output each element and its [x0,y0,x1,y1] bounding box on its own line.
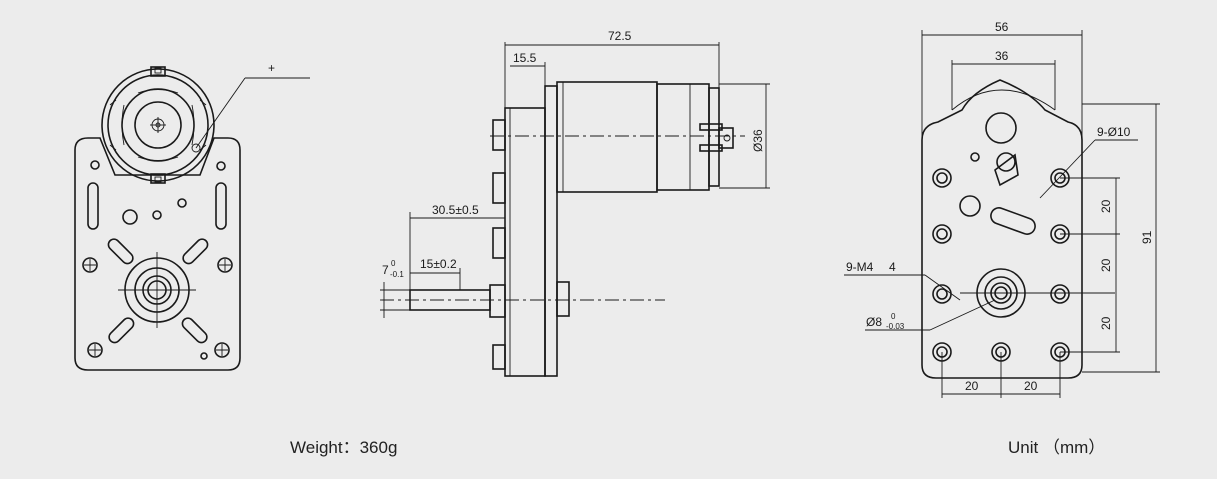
dim-56: 56 [995,20,1009,34]
mounting-view [844,30,1160,398]
dim-20-v1: 20 [1099,199,1113,213]
plus-terminal-label: + [268,61,275,75]
dim-15-5: 15.5 [513,51,537,65]
dim-9-holes-10: 9-Ø10 [1097,125,1131,139]
dim-7-tol-upper: 0 [391,259,396,268]
unit-caption: Unit （mm） [1008,438,1106,457]
dim-8-tol-upper: 0 [891,312,896,321]
dim-7-tol-lower: -0.1 [390,270,404,279]
side-view [380,42,770,377]
dim-7: 7 [382,263,389,277]
dim-20-v3: 20 [1099,316,1113,330]
front-view [74,66,310,371]
dim-9-m4: 9-M4 [846,260,874,274]
dim-15: 15±0.2 [420,257,457,271]
dim-4: 4 [889,260,896,274]
dim-20-h2: 20 [1024,379,1038,393]
dim-36-dia: Ø36 [751,129,765,152]
dim-20-v2: 20 [1099,258,1113,272]
dim-91: 91 [1140,230,1154,244]
dim-36: 36 [995,49,1009,63]
dim-20-h1: 20 [965,379,979,393]
dim-72-5: 72.5 [608,29,632,43]
dim-30-5: 30.5±0.5 [432,203,479,217]
weight-caption: Weight：360g [290,438,398,457]
dim-8-tol-lower: -0.03 [886,322,905,331]
dim-8-dia: Ø8 [866,315,882,329]
